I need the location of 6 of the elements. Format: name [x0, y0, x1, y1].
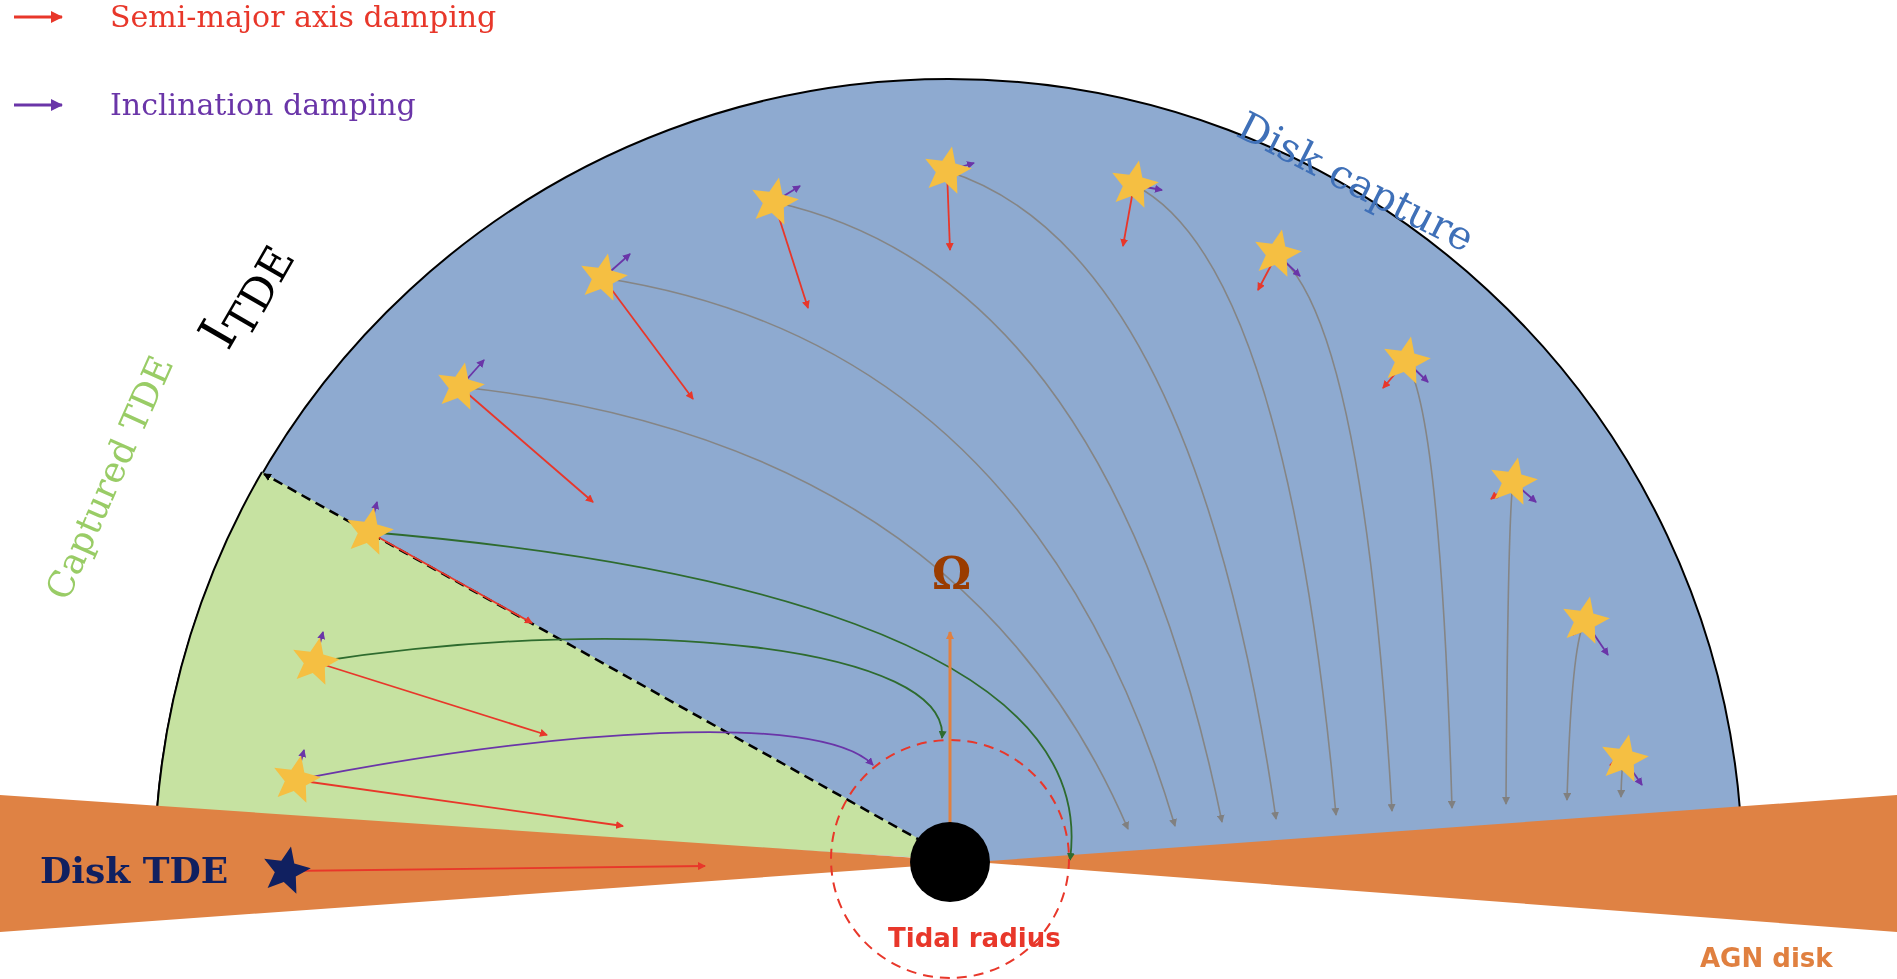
tidal-radius-label: Tidal radius	[888, 925, 1061, 951]
legend-label: Inclination damping	[110, 90, 416, 120]
omega-label: Ω	[932, 552, 972, 596]
disk-tde-label: Disk TDE	[40, 852, 229, 888]
legend-label: Semi-major axis damping	[110, 2, 497, 32]
disk-label: AGN disk	[1700, 945, 1833, 971]
